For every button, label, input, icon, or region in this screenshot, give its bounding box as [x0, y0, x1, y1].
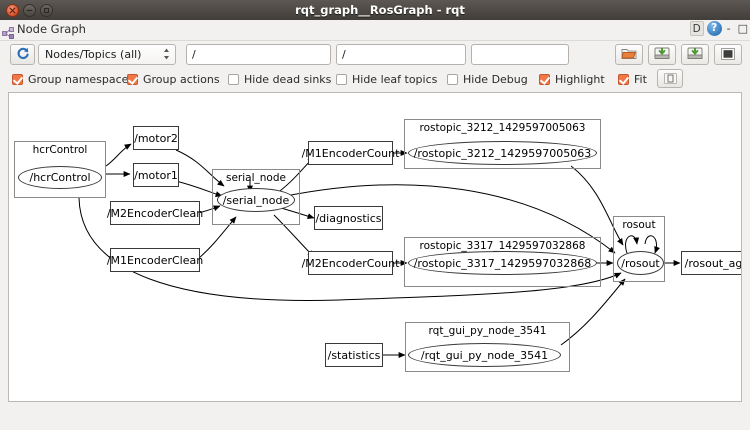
checkbox-label: Highlight — [555, 72, 605, 86]
cluster-label: rqt_gui_py_node_3541 — [428, 325, 547, 337]
fit-view-icon — [663, 69, 677, 88]
checkbox-box — [539, 73, 550, 85]
topic-M1EncoderClean[interactable]: /M1EncoderClean — [107, 248, 203, 272]
dock-header-buttons: D ? - □ — [689, 21, 750, 36]
node-rosout[interactable]: /rosout — [617, 251, 664, 275]
checkbox-box — [12, 73, 23, 85]
graph-type-combo[interactable]: Nodes/Topics (all) — [38, 44, 176, 65]
namespace-filter-input[interactable] — [471, 44, 569, 65]
save-dot-icon — [654, 45, 670, 64]
topic-statistics[interactable]: /statistics — [325, 343, 383, 367]
graph-canvas[interactable]: hcrControl serial_node rostopic_3212_142… — [8, 92, 742, 402]
cluster-rqt-gui-py-node[interactable]: rqt_gui_py_node_3541 — [405, 322, 570, 372]
graph-toolbar: Nodes/Topics (all) / / — [0, 41, 750, 68]
save-dot-button[interactable] — [648, 44, 676, 65]
checkbox-group-actions[interactable]: Group actions — [127, 70, 220, 88]
node-rostopic-3317[interactable]: /rostopic_3317_1429597032868 — [408, 251, 597, 275]
checkbox-fit[interactable]: Fit — [618, 70, 647, 88]
help-icon[interactable]: ? — [706, 21, 722, 36]
node-rostopic-3212[interactable]: /rostopic_3212_1429597005063 — [408, 141, 597, 165]
cluster-label: rostopic_3212_1429597005063 — [419, 122, 586, 134]
window-bottom-area — [0, 403, 750, 430]
topic-filter-input[interactable]: / — [336, 44, 466, 65]
checkbox-label: Fit — [634, 72, 647, 86]
node-serial-node[interactable]: /serial_node — [217, 188, 295, 212]
dock-maximize-button[interactable]: □ — [737, 22, 748, 35]
window-title: rqt_graph__RosGraph - rqt — [295, 3, 465, 17]
cluster-hcrControl[interactable]: hcrControl — [14, 141, 106, 198]
window-controls — [6, 4, 53, 17]
node-filter-input[interactable]: / — [186, 44, 331, 65]
cluster-serial-node[interactable]: serial_node — [212, 169, 300, 225]
open-folder-icon — [621, 45, 637, 64]
cluster-label: hcrControl — [32, 144, 88, 156]
chevron-updown-icon — [163, 48, 170, 60]
topic-motor2[interactable]: /motor2 — [133, 126, 179, 150]
window-minimize-button[interactable] — [23, 4, 36, 17]
cluster-label: rosout — [622, 219, 656, 231]
refresh-icon — [16, 45, 30, 64]
refresh-button[interactable] — [10, 44, 35, 65]
window-maximize-button[interactable] — [40, 4, 53, 17]
load-dot-button[interactable] — [615, 44, 643, 65]
node-hcrControl[interactable]: /hcrControl — [18, 166, 102, 189]
checkbox-box — [228, 73, 239, 85]
checkbox-hide-debug[interactable]: Hide Debug — [447, 70, 528, 88]
cluster-rostopic-3317[interactable]: rostopic_3317_1429597032868 — [404, 237, 601, 287]
checkbox-hide-leaf-topics[interactable]: Hide leaf topics — [336, 70, 437, 88]
checkbox-label: Hide leaf topics — [352, 72, 438, 86]
topic-M2EncoderCount[interactable]: /M2EncoderCount — [302, 251, 399, 275]
window-close-button[interactable] — [6, 4, 19, 17]
save-image-button[interactable] — [681, 44, 709, 65]
topic-rosout-agg[interactable]: /rosout_agg — [681, 251, 741, 275]
save-image-icon — [687, 45, 703, 64]
checkbox-box — [127, 73, 138, 85]
node-graph-icon — [2, 24, 15, 39]
ros-node-graph: hcrControl serial_node rostopic_3212_142… — [9, 93, 741, 401]
checkbox-group-namespaces[interactable]: Group namespaces — [12, 70, 134, 88]
cluster-rosout[interactable]: rosout — [613, 216, 665, 282]
graph-type-value: Nodes/Topics (all) — [45, 48, 142, 61]
topic-M1EncoderCount[interactable]: /M1EncoderCount — [302, 141, 399, 165]
checkbox-box — [447, 73, 458, 85]
dock-detach-button[interactable]: D — [689, 21, 704, 36]
checkbox-label: Hide Debug — [463, 72, 528, 86]
checkbox-highlight[interactable]: Highlight — [539, 70, 605, 88]
checkbox-label: Hide dead sinks — [244, 72, 332, 86]
dock-widget-header: Node Graph D ? - □ — [0, 20, 750, 41]
checkbox-box — [618, 73, 629, 85]
checkbox-label: Group actions — [143, 72, 220, 86]
dock-title: Node Graph — [17, 22, 86, 36]
cluster-rostopic-3212[interactable]: rostopic_3212_1429597005063 — [404, 119, 601, 169]
node-rqt-gui-py-node[interactable]: /rqt_gui_py_node_3541 — [408, 343, 561, 367]
checkbox-label: Group namespaces — [28, 72, 135, 86]
topic-motor1[interactable]: /motor1 — [133, 163, 179, 187]
topic-diagnostics[interactable]: /diagnostics — [314, 206, 383, 230]
graph-options-bar: Group namespaces Group actions Hide dead… — [0, 68, 750, 155]
fit-in-view-button[interactable] — [657, 69, 683, 88]
checkbox-box — [336, 73, 347, 85]
checkbox-hide-dead-sinks[interactable]: Hide dead sinks — [228, 70, 331, 88]
topic-M2EncoderClean[interactable]: /M2EncoderClean — [107, 201, 203, 225]
cluster-label: rostopic_3317_1429597032868 — [419, 240, 586, 252]
dock-minimize-button[interactable]: - — [726, 22, 731, 35]
highlight-mode-button[interactable] — [714, 44, 742, 65]
window-title-bar: rqt_graph__RosGraph - rqt — [0, 0, 750, 21]
cluster-label: serial_node — [226, 172, 286, 184]
dark-square-icon — [721, 45, 735, 64]
